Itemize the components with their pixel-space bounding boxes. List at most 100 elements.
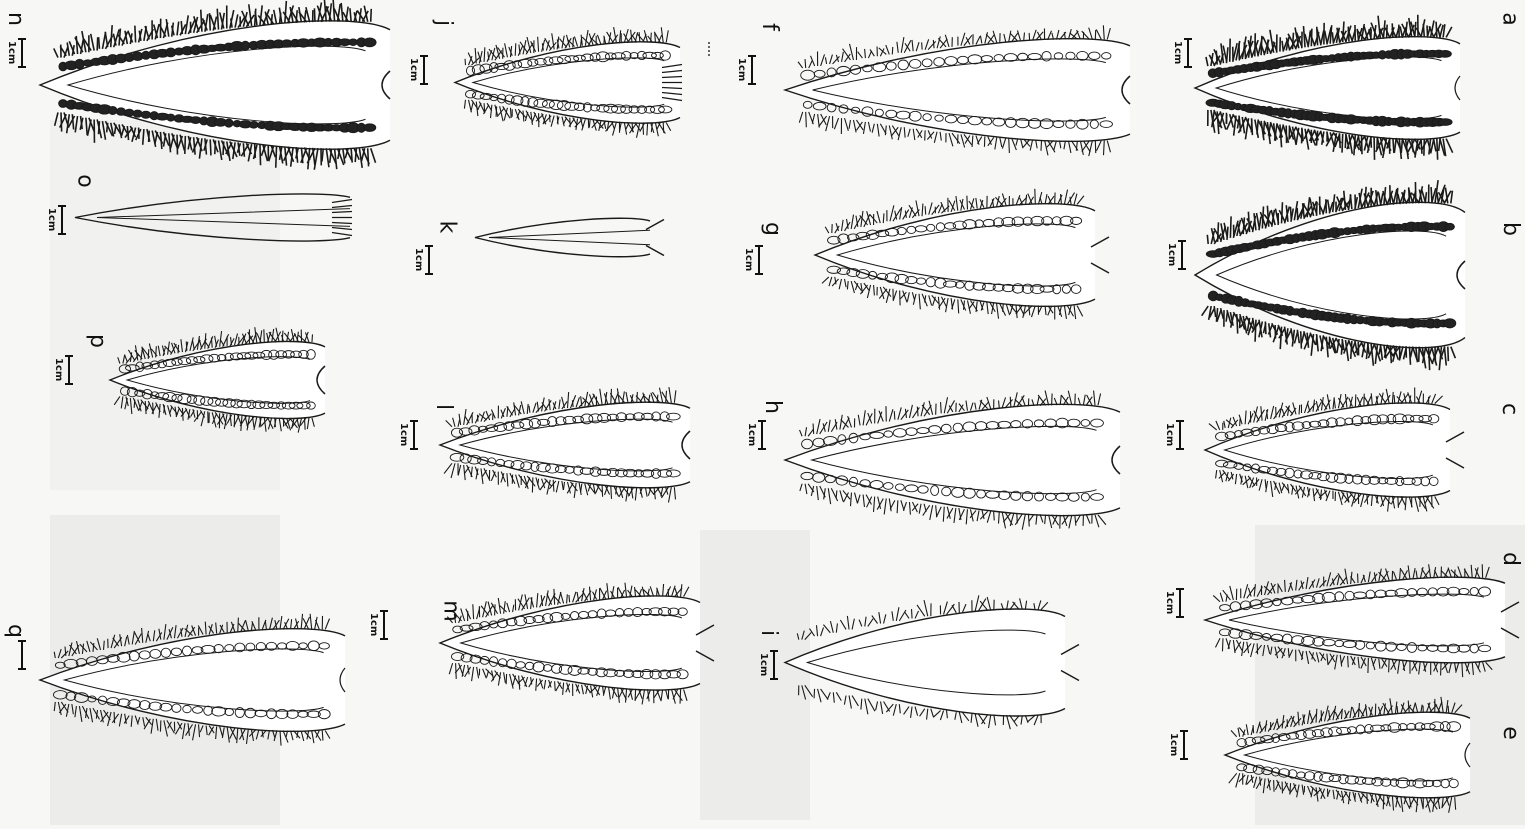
scale-bar: 1cm xyxy=(370,610,392,670)
appendage xyxy=(879,45,893,54)
basal-comb-tooth xyxy=(332,200,352,203)
scale-bar: 1cm xyxy=(1170,730,1192,790)
panel-letter: n xyxy=(4,12,26,26)
appendage xyxy=(322,148,336,167)
scale-bar: 1cm xyxy=(400,420,422,480)
scale-bar-label: 1cm xyxy=(398,423,409,446)
appendage xyxy=(491,598,505,614)
scale-bar: 1cm xyxy=(1168,240,1190,300)
appendage xyxy=(1429,394,1443,404)
appendage xyxy=(1054,395,1068,405)
appendage xyxy=(1209,421,1223,430)
scale-bar-label: 1cm xyxy=(368,613,379,636)
basal-fork xyxy=(646,220,664,256)
panel-letter: a xyxy=(1499,12,1521,25)
appendage xyxy=(125,398,139,414)
appendage xyxy=(174,339,188,352)
appendage xyxy=(330,148,344,169)
appendage xyxy=(191,410,205,419)
scale-bar-line xyxy=(420,55,428,85)
appendage xyxy=(872,124,886,137)
appendage xyxy=(643,586,657,596)
appendage xyxy=(80,641,94,652)
segment xyxy=(241,41,250,50)
appendage xyxy=(239,620,253,631)
panel-letter: i xyxy=(757,630,779,636)
segment xyxy=(460,454,471,463)
appendage xyxy=(1224,216,1238,237)
segment xyxy=(1445,223,1454,230)
scale-bar-line xyxy=(758,420,766,450)
appendage xyxy=(593,389,607,405)
basal-comb-tooth xyxy=(332,223,352,224)
segment xyxy=(827,266,841,273)
appendage xyxy=(1096,25,1110,39)
appendage xyxy=(1317,23,1331,45)
specimen-panel-o xyxy=(75,190,350,245)
appendage xyxy=(824,488,838,504)
appendage xyxy=(1338,569,1352,584)
appendage xyxy=(500,603,514,612)
appendage xyxy=(1441,347,1455,361)
appendage xyxy=(317,0,331,22)
scale-bar-line xyxy=(380,610,388,640)
specimen-drawing xyxy=(440,588,700,698)
appendage xyxy=(146,403,160,415)
segment xyxy=(459,428,472,435)
appendage xyxy=(843,44,857,60)
appendage xyxy=(1040,194,1054,204)
appendage xyxy=(654,27,668,42)
appendage xyxy=(936,507,950,522)
specimen-panel-p xyxy=(110,335,325,425)
scale-bar-line xyxy=(1180,730,1188,760)
appendage xyxy=(1364,393,1378,405)
appendage xyxy=(491,672,505,685)
appendage xyxy=(920,709,934,720)
appendage xyxy=(905,40,919,51)
appendage xyxy=(949,403,963,412)
appendage xyxy=(949,196,963,211)
specimen-drawing xyxy=(785,395,1120,525)
scale-bar-label: 1cm xyxy=(746,423,757,446)
appendage xyxy=(886,704,900,715)
specimen-drawing xyxy=(1225,705,1470,805)
panel-letter: d xyxy=(1499,552,1521,566)
appendage xyxy=(175,723,189,739)
appendage xyxy=(155,132,169,149)
dotted-mark xyxy=(708,42,712,56)
segment xyxy=(466,90,476,98)
appendage xyxy=(1441,568,1455,578)
appendage xyxy=(1013,598,1027,609)
specimen-drawing xyxy=(455,35,680,130)
specimen-drawing xyxy=(1195,190,1465,360)
scale-bar: 1cm xyxy=(760,650,782,710)
appendage xyxy=(892,607,906,621)
appendage xyxy=(1378,703,1392,714)
appendage xyxy=(799,685,813,699)
appendage xyxy=(887,205,901,221)
appendage xyxy=(507,402,521,415)
appendage xyxy=(893,291,907,306)
appendage xyxy=(101,712,115,726)
appendage xyxy=(1393,568,1407,580)
segment xyxy=(801,70,815,80)
appendage xyxy=(567,483,581,498)
scale-bar-line xyxy=(1176,588,1184,618)
appendage xyxy=(1247,777,1261,788)
panel-letter: c xyxy=(1498,403,1520,415)
appendage xyxy=(1448,703,1462,713)
scale-bar-label: 1cm xyxy=(1172,41,1183,64)
appendage xyxy=(1264,583,1278,593)
appendage xyxy=(529,403,543,413)
segment xyxy=(249,121,258,128)
segment xyxy=(64,659,78,668)
appendage xyxy=(876,701,890,713)
appendage xyxy=(1025,305,1039,317)
appendage xyxy=(90,638,104,650)
scale-bar: 1cm xyxy=(1166,588,1188,648)
appendage xyxy=(181,15,195,34)
appendage xyxy=(1061,190,1075,205)
segment xyxy=(125,365,139,371)
segment xyxy=(814,70,825,77)
appendage xyxy=(345,148,359,162)
